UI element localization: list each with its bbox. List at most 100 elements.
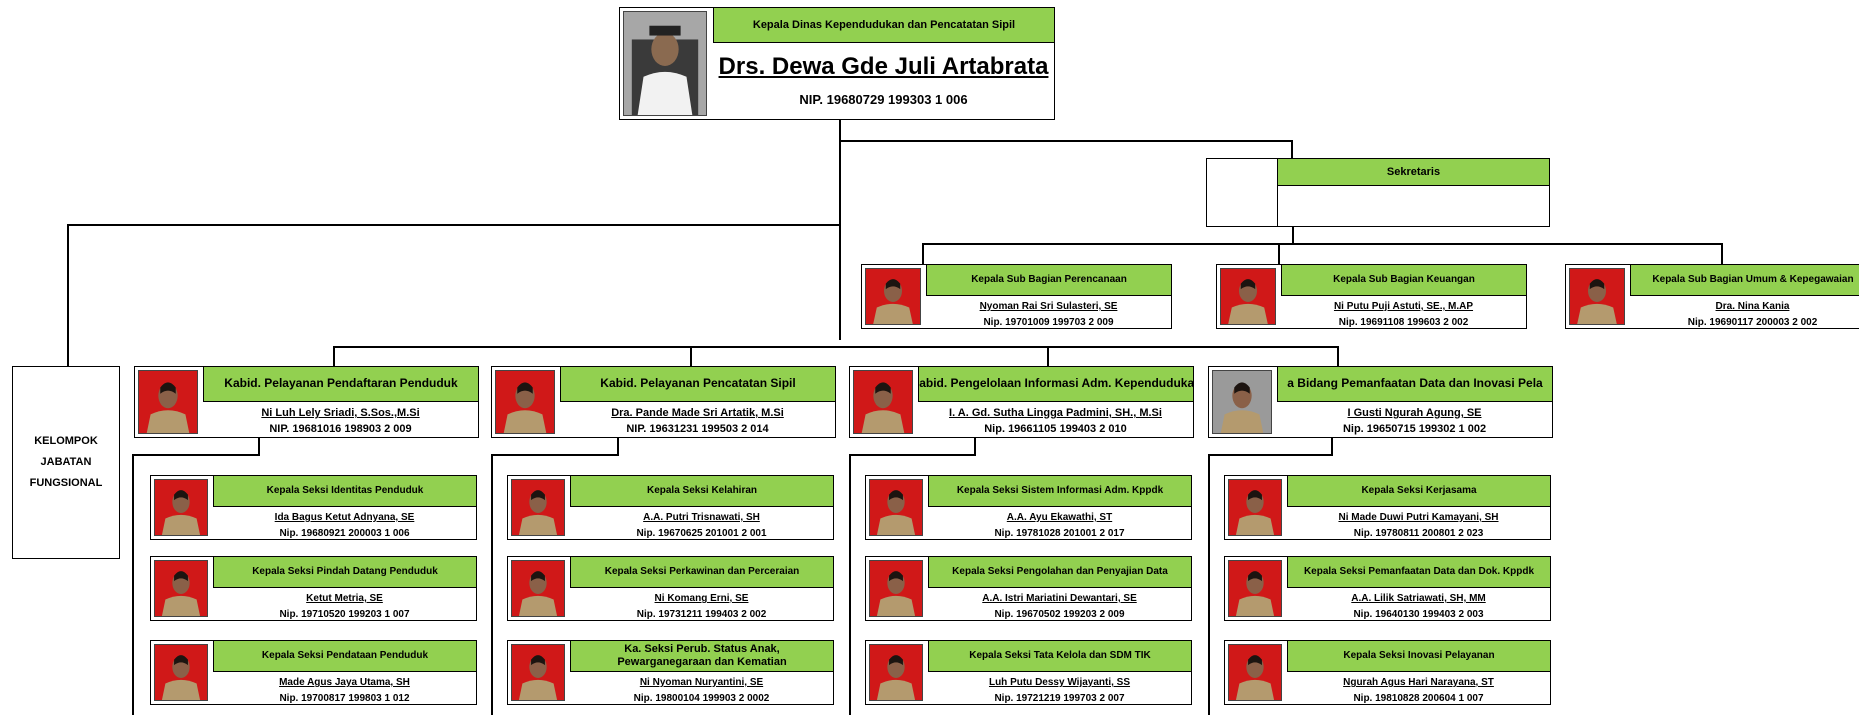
position-title: Kepala Seksi Tata Kelola dan SDM TIK xyxy=(928,641,1191,672)
head-nip: NIP. 19680729 199303 1 006 xyxy=(799,92,968,107)
sekretaris-box: Sekretaris xyxy=(1206,158,1550,227)
person-name: Ni Made Duwi Putri Kamayani, SH xyxy=(1338,512,1499,523)
person-nip: Nip. 19701009 199703 2 009 xyxy=(983,317,1114,328)
person-name: Ni Putu Puji Astuti, SE., M.AP xyxy=(1333,301,1474,312)
head-card: Kepala Dinas Kependudukan dan Pencatatan… xyxy=(619,7,1055,120)
seksi-card: Kepala Seksi Kerjasama Ni Made Duwi Putri… xyxy=(1224,475,1551,540)
person-name: Dra. Nina Kania xyxy=(1715,301,1790,312)
person-name: A.A. Istri Mariatini Dewantari, SE xyxy=(982,593,1137,604)
person-nip: Nip. 19691108 199603 2 002 xyxy=(1338,317,1469,328)
position-title: Kabid. Pelayanan Pencatatan Sipil xyxy=(560,367,835,402)
connector-line xyxy=(491,454,493,715)
person-photo xyxy=(154,479,208,536)
person-nip: Nip. 19680921 200003 1 006 xyxy=(279,528,410,539)
position-title: Kabid. Pengelolaan Informasi Adm. Kepend… xyxy=(918,367,1193,402)
person-name: I Gusti Ngurah Agung, SE xyxy=(1347,407,1482,419)
seksi-card: Ka. Seksi Perub. Status Anak, Pewarganeg… xyxy=(507,640,834,705)
kabid-card: Kabid. Pelayanan Pendaftaran Penduduk Ni … xyxy=(134,366,479,438)
connector-line xyxy=(1047,346,1049,367)
person-name: A.A. Lilik Satriawati, SH, MM xyxy=(1351,593,1486,604)
person-name: Ni Komang Erni, SE xyxy=(654,593,749,604)
person-name: I. A. Gd. Sutha Lingga Padmini, SH., M.S… xyxy=(949,407,1162,419)
kabid-card: Kabid. Pengelolaan Informasi Adm. Kepend… xyxy=(849,366,1194,438)
person-name: Luh Putu Dessy Wijayanti, SS xyxy=(988,677,1131,688)
person-nip: Nip. 19690117 200003 2 002 xyxy=(1687,317,1818,328)
connector-line xyxy=(1291,140,1293,159)
person-nip: Nip. 19710520 199203 1 007 xyxy=(279,609,410,620)
person-photo xyxy=(1228,479,1282,536)
position-title: Kabid. Pelayanan Pendaftaran Penduduk xyxy=(203,367,478,402)
connector-line xyxy=(67,224,841,226)
person-nip: Nip. 19781028 201001 2 017 xyxy=(994,528,1125,539)
connector-line xyxy=(132,454,134,715)
connector-line xyxy=(132,454,260,456)
head-name: Drs. Dewa Gde Juli Artabrata xyxy=(718,53,1049,80)
person-nip: Nip. 19650715 199302 1 002 xyxy=(1342,423,1487,435)
seksi-card: Kepala Seksi Sistem Informasi Adm. Kppdk… xyxy=(865,475,1192,540)
connector-line xyxy=(67,224,69,366)
person-photo xyxy=(1228,644,1282,701)
person-nip: Nip. 19810828 200604 1 007 xyxy=(1353,693,1484,704)
connector-line xyxy=(849,454,976,456)
person-photo xyxy=(511,644,565,701)
position-title: Ka. Seksi Perub. Status Anak, Pewarganeg… xyxy=(570,641,833,672)
position-title: Kepala Sub Bagian Umum & Kepegawaian xyxy=(1630,265,1859,296)
person-name: Ketut Metria, SE xyxy=(306,593,383,604)
connector-line xyxy=(333,346,1339,348)
person-photo xyxy=(1220,268,1276,325)
connector-line xyxy=(1721,243,1723,265)
person-nip: Nip. 19661105 199403 2 010 xyxy=(984,423,1127,435)
connector-line xyxy=(839,119,841,340)
position-title: Kepala Seksi Kerjasama xyxy=(1287,476,1550,507)
connector-line xyxy=(922,243,924,265)
person-photo xyxy=(869,560,923,617)
position-title: Kepala Seksi Pengolahan dan Penyajian Da… xyxy=(928,557,1191,588)
person-nip: Nip. 19721219 199703 2 007 xyxy=(994,693,1125,704)
connector-line xyxy=(1208,454,1210,715)
person-photo xyxy=(865,268,921,325)
sekretaris-title: Sekretaris xyxy=(1278,159,1549,186)
person-photo xyxy=(511,479,565,536)
person-photo xyxy=(1228,560,1282,617)
person-photo xyxy=(495,370,555,434)
connector-line xyxy=(1337,346,1339,367)
person-photo xyxy=(1212,370,1272,434)
position-title: Kepala Seksi Sistem Informasi Adm. Kppdk xyxy=(928,476,1191,507)
seksi-card: Kepala Seksi Pemanfaatan Data dan Dok. K… xyxy=(1224,556,1551,621)
person-photo xyxy=(869,479,923,536)
position-title: Kepala Seksi Kelahiran xyxy=(570,476,833,507)
position-title: a Bidang Pemanfaatan Data dan Inovasi Pe… xyxy=(1277,367,1552,402)
connector-line xyxy=(839,140,1293,142)
seksi-card: Kepala Seksi Tata Kelola dan SDM TIK Luh … xyxy=(865,640,1192,705)
connector-line xyxy=(1292,225,1294,244)
connector-line xyxy=(690,346,692,367)
person-photo xyxy=(869,644,923,701)
head-photo xyxy=(623,11,707,116)
person-name: Made Agus Jaya Utama, SH xyxy=(279,677,410,688)
position-title: Kepala Seksi Inovasi Pelayanan xyxy=(1287,641,1550,672)
person-nip: Nip. 19800104 199903 2 0002 xyxy=(633,693,770,704)
position-title: Kepala Sub Bagian Perencanaan xyxy=(926,265,1171,296)
person-name: Nyoman Rai Sri Sulasteri, SE xyxy=(979,301,1118,312)
connector-line xyxy=(1278,243,1280,265)
person-name: A.A. Ayu Ekawathi, ST xyxy=(1006,512,1113,523)
kabid-card: a Bidang Pemanfaatan Data dan Inovasi Pe… xyxy=(1208,366,1553,438)
person-name: Ni Luh Lely Sriadi, S.Sos.,M.Si xyxy=(261,407,420,419)
functional-group-box: KELOMPOK JABATAN FUNGSIONAL xyxy=(12,366,120,559)
connector-line xyxy=(1208,454,1333,456)
connector-line xyxy=(1331,437,1333,456)
person-name: Ida Bagus Ketut Adnyana, SE xyxy=(274,512,415,523)
position-title: Kepala Seksi Pindah Datang Penduduk xyxy=(213,557,476,588)
sekretaris-photo-slot xyxy=(1207,159,1278,226)
